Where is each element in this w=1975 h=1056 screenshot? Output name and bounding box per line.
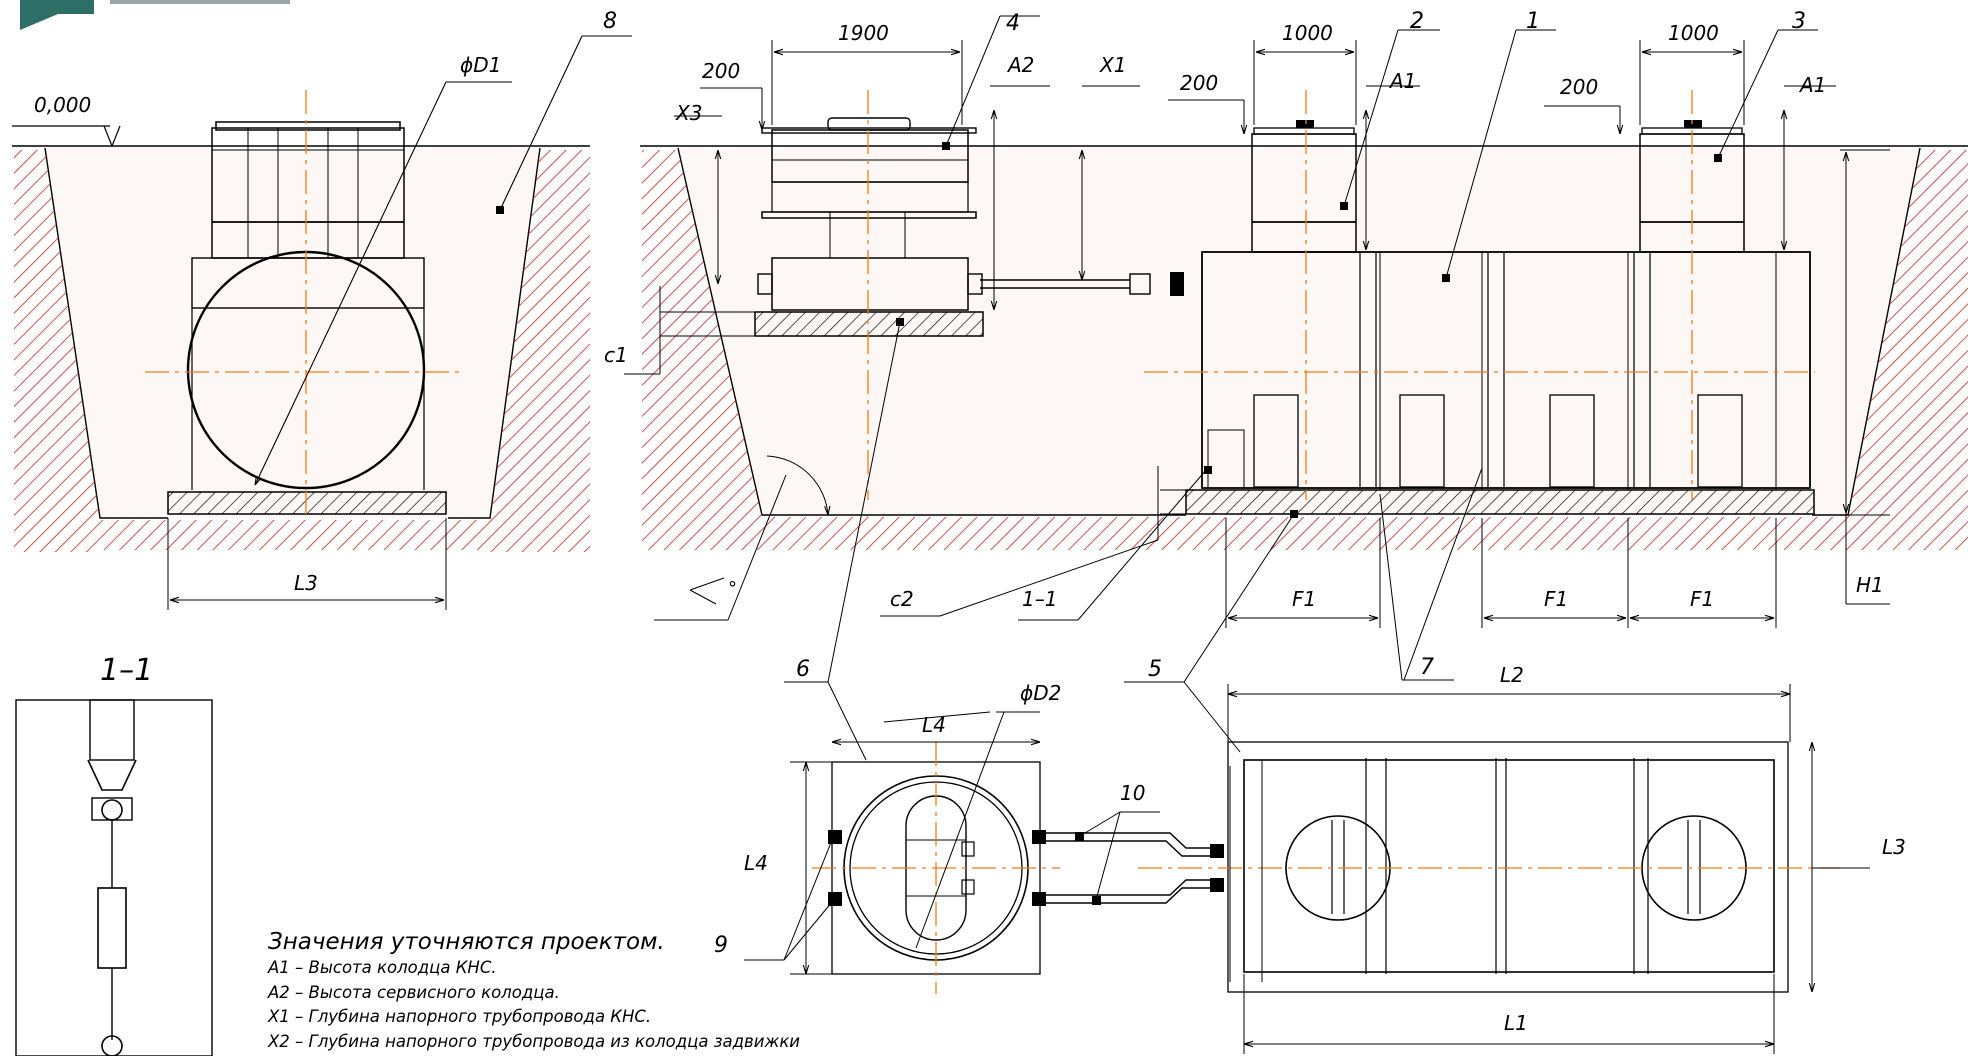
- section-1-1-ref-label: 1–1: [1022, 587, 1057, 611]
- dimension-x3-label: X3: [675, 101, 702, 125]
- notes-title: Значения уточняются проектом.: [268, 929, 665, 955]
- plan-view: [744, 684, 1870, 1054]
- dimension-f1-c-label: F1: [1690, 587, 1714, 611]
- position-9-label: 9: [714, 933, 728, 958]
- diameter-d1-label: ϕD1: [460, 53, 501, 77]
- section-1-1-detail: [15, 699, 213, 1056]
- position-4-label: 4: [1006, 11, 1020, 36]
- dimension-200-c-label: 200: [1560, 75, 1598, 99]
- dimension-l3-left-label: L3: [294, 571, 318, 595]
- dimension-f1-b-label: F1: [1544, 587, 1568, 611]
- position-8-label: 8: [603, 9, 617, 34]
- position-1-label: 1: [1526, 9, 1540, 34]
- position-3-label: 3: [1792, 9, 1806, 34]
- dimension-a2-label: A2: [1006, 53, 1034, 77]
- position-7-label: 7: [1420, 655, 1434, 680]
- position-6-label: 6: [796, 657, 810, 682]
- angle-label: °: [728, 578, 737, 599]
- level-label: 0,000: [34, 93, 91, 117]
- dimension-1000-a-label: 1000: [1282, 21, 1333, 45]
- dimension-h1-label: H1: [1856, 573, 1884, 597]
- dimension-200-b-label: 200: [1180, 71, 1218, 95]
- dimension-c1-label: c1: [604, 343, 628, 367]
- position-5-label: 5: [1148, 657, 1162, 682]
- note-x1: X1 – Глубина напорного трубопровода КНС.: [268, 1007, 652, 1026]
- note-a2: A2 – Высота сервисного колодца.: [268, 982, 560, 1002]
- left-section-view: [12, 35, 632, 610]
- dimension-200-a-label: 200: [702, 59, 740, 83]
- dimension-a1-b-label: A1: [1798, 73, 1826, 97]
- company-logo: [20, 0, 290, 30]
- diameter-d2-label: ϕD2: [1020, 681, 1061, 705]
- dimension-l4-top-label: L4: [922, 713, 946, 737]
- note-x2: X2 – Глубина напорного трубопровода из к…: [268, 1031, 801, 1051]
- dimension-x1-label: X1: [1099, 53, 1126, 77]
- dimension-l3-plan-label: L3: [1882, 835, 1906, 859]
- position-10-label: 10: [1120, 781, 1145, 805]
- position-2-label: 2: [1410, 9, 1424, 34]
- dimension-f1-a-label: F1: [1292, 587, 1316, 611]
- dimension-l4-side-label: L4: [744, 851, 768, 875]
- dimension-a1-a-label: A1: [1388, 69, 1416, 93]
- elevation-view: [624, 15, 1968, 761]
- notes-block: Значения уточняются проектом. A1 – Высот…: [268, 928, 968, 1054]
- drawing-labels: 0,000 ϕD1 8 L3 1900 4 200 X3 A2 X1 200 1…: [34, 9, 1906, 1035]
- dimension-l2-label: L2: [1500, 663, 1524, 687]
- dimension-1900-label: 1900: [838, 21, 889, 45]
- note-a1: A1 – Высота колодца КНС.: [268, 958, 497, 977]
- dimension-1000-b-label: 1000: [1668, 21, 1719, 45]
- dimension-l1-label: L1: [1504, 1011, 1528, 1035]
- section-1-1-title: 1–1: [100, 653, 153, 688]
- dimension-c2-label: c2: [890, 587, 914, 611]
